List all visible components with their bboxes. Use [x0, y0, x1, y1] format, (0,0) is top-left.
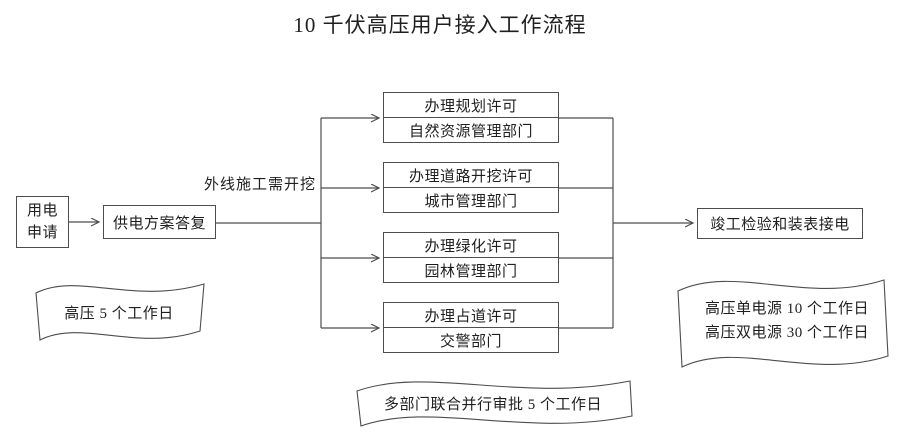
wave-shape-left-note [35, 283, 205, 341]
permit-title: 办理道路开挖许可 [384, 163, 558, 188]
permit-dept: 园林管理部门 [424, 263, 518, 280]
connector-lines [69, 118, 693, 328]
wave-note-shapes [35, 279, 889, 427]
page-title: 10 千伏高压用户接入工作流程 [293, 13, 587, 37]
permit-dept: 自然资源管理部门 [408, 123, 533, 140]
permit-title: 办理绿化许可 [384, 233, 558, 258]
note-left-duration: 高压 5 个工作日 [64, 306, 174, 322]
node-apply-line2: 申请 [26, 225, 58, 241]
node-permit-road-occupation: 办理占道许可 交警部门 [383, 302, 559, 353]
note-bottom-duration: 多部门联合并行审批 5 个工作日 [383, 397, 602, 413]
wave-shape-bottom-note [356, 380, 633, 427]
permit-title: 办理占道许可 [384, 303, 558, 328]
permit-title: 办理规划许可 [384, 93, 558, 118]
wave-shape-right-note [677, 279, 889, 368]
branch-condition-label: 外线施工需开挖 [203, 177, 316, 193]
permit-dept: 城市管理部门 [424, 193, 518, 210]
node-reply: 供电方案答复 [103, 205, 216, 239]
node-permit-road-excavation: 办理道路开挖许可 城市管理部门 [383, 162, 559, 213]
node-apply-line1: 用电 [26, 203, 58, 219]
note-right-duration: 高压单电源 10 个工作日 高压双电源 30 个工作日 [688, 297, 886, 345]
node-apply: 用电 申请 [16, 196, 69, 248]
node-permit-greening: 办理绿化许可 园林管理部门 [383, 232, 559, 283]
permit-dept: 交警部门 [439, 333, 502, 350]
note-right-line1: 高压单电源 10 个工作日 [704, 301, 869, 317]
note-right-line2: 高压双电源 30 个工作日 [704, 325, 869, 341]
node-permit-planning: 办理规划许可 自然资源管理部门 [383, 92, 559, 143]
node-complete: 竣工检验和装表接电 [697, 208, 863, 239]
